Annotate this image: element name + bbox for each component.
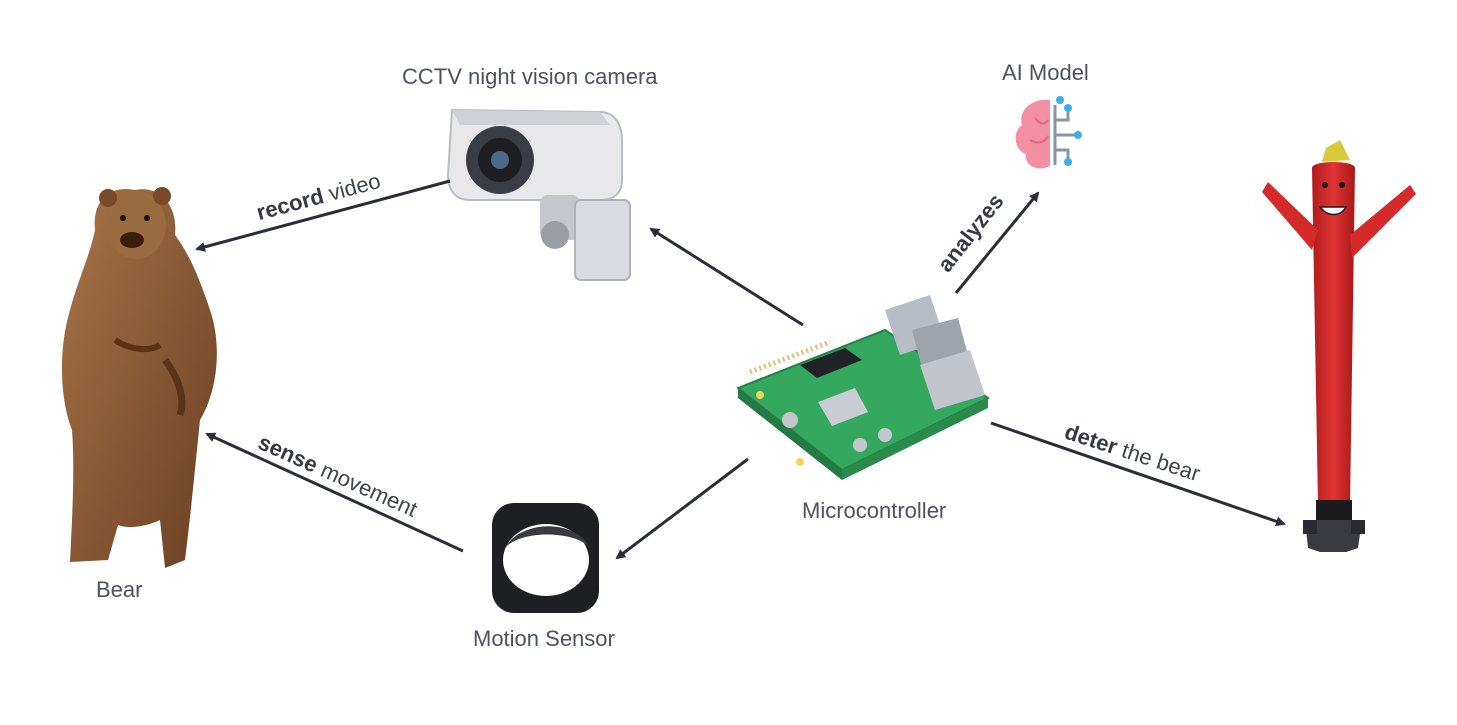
camera-image bbox=[446, 108, 631, 281]
microcontroller-image bbox=[736, 295, 991, 480]
camera-label: CCTV night vision camera bbox=[402, 64, 658, 89]
arrow-micro-to-camera bbox=[649, 227, 804, 327]
inflatable-tube-man-image bbox=[1262, 140, 1416, 552]
bear-image bbox=[61, 187, 217, 568]
ai-model-label: AI Model bbox=[1002, 60, 1089, 85]
bear-label: Bear bbox=[96, 577, 143, 602]
arrow-micro-to-inflatable bbox=[990, 421, 1286, 527]
arrow-sensor-to-bear bbox=[205, 432, 464, 553]
brain-chip-icon bbox=[1015, 96, 1082, 169]
arrow-micro-to-ai bbox=[954, 191, 1040, 294]
motion-sensor-image bbox=[492, 503, 599, 613]
arrow-micro-to-sensor bbox=[615, 457, 749, 560]
microcontroller-label: Microcontroller bbox=[802, 498, 947, 523]
arrow-camera-to-bear bbox=[195, 179, 451, 252]
motion-sensor-label: Motion Sensor bbox=[473, 626, 615, 651]
